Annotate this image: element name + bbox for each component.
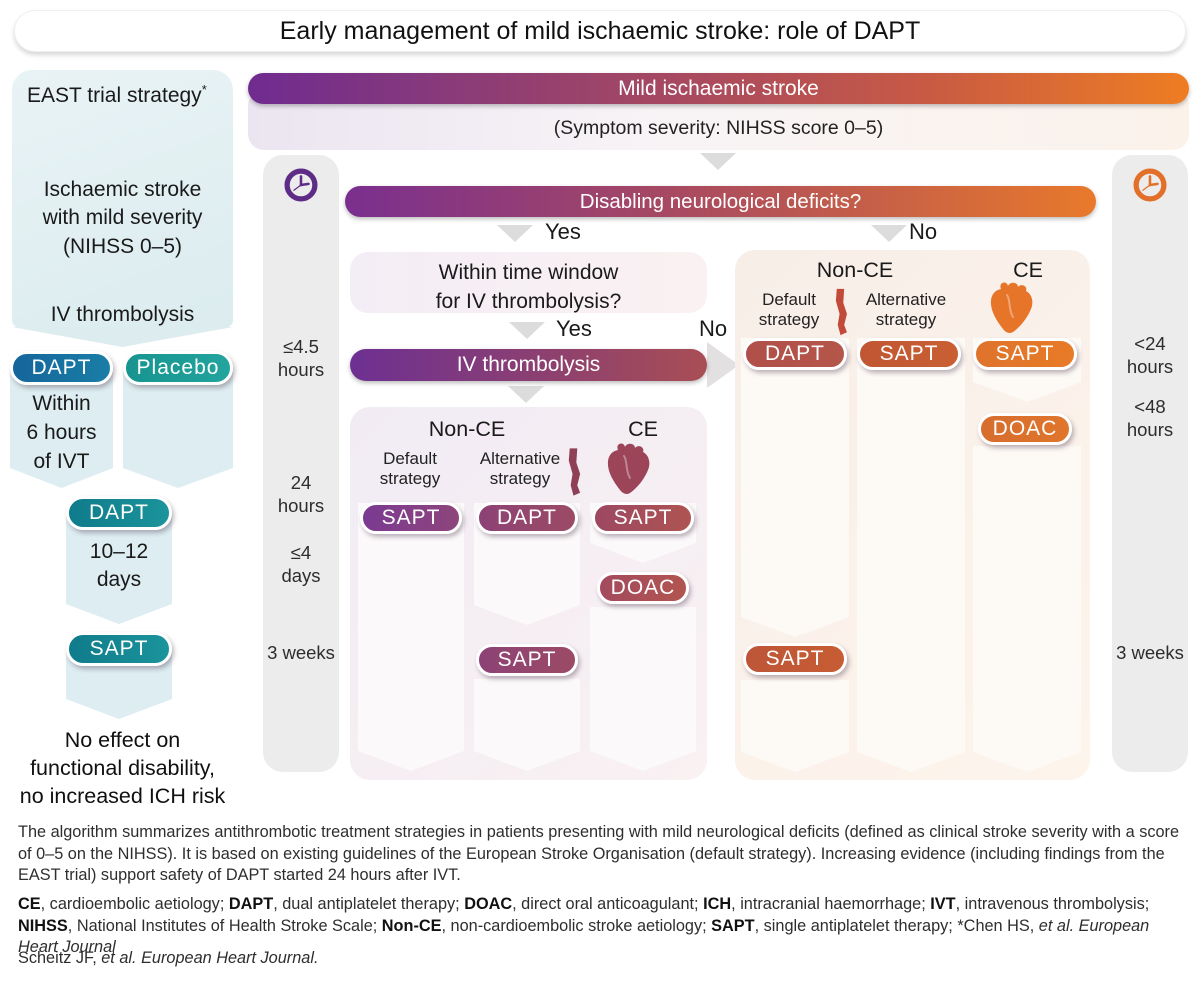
group-yes-lane-ce-2 bbox=[590, 607, 696, 771]
question-time-window-text: Within time window for IV thrombolysis? bbox=[435, 261, 622, 314]
east-pill-sapt-label: SAPT bbox=[89, 637, 149, 660]
east-within-ivt-text: Within 6 hours of IVT bbox=[26, 392, 97, 473]
heart-icon bbox=[602, 439, 654, 497]
clock-icon bbox=[283, 167, 319, 203]
east-pill-sapt: SAPT bbox=[66, 632, 172, 666]
label-no-1: No bbox=[909, 219, 938, 244]
arrow-down-no-1 bbox=[871, 225, 907, 242]
group-no-pill-default-dapt: DAPT bbox=[743, 338, 847, 370]
group-no-pill-alt-sapt: SAPT bbox=[857, 338, 961, 370]
east-ivt-text: IV thrombolysis bbox=[50, 303, 195, 326]
east-panel-heading: EAST trial strategy* bbox=[27, 82, 227, 108]
east-outcome-text: No effect on functional disability, no i… bbox=[19, 728, 226, 808]
group-no-pill-default-sapt: SAPT bbox=[743, 643, 847, 675]
group-yes-box: Non-CE CE Default strategy Alternative s… bbox=[350, 407, 707, 780]
pill-label: SAPT bbox=[879, 342, 939, 365]
title-bar: Early management of mild ischaemic strok… bbox=[14, 10, 1186, 52]
group-no-pill-ce-sapt: SAPT bbox=[973, 338, 1077, 370]
pill-label: DOAC bbox=[992, 417, 1058, 440]
east-heading-asterisk: * bbox=[201, 82, 207, 97]
footer-abbreviations: CE, cardioembolic aetiology; DAPT, dual … bbox=[18, 895, 1150, 957]
clock-icon bbox=[1132, 167, 1168, 203]
arrow-down-ivt bbox=[508, 386, 544, 403]
east-lane-duration bbox=[66, 512, 172, 624]
east-condition-text: Ischaemic stroke with mild severity (NIH… bbox=[42, 178, 203, 258]
time-rail-left bbox=[263, 155, 339, 772]
arrow-down-yes-2 bbox=[509, 322, 545, 339]
east-pill-dapt-label: DAPT bbox=[31, 356, 92, 379]
east-panel-chevron-tip bbox=[12, 327, 233, 347]
pill-label: SAPT bbox=[765, 647, 825, 670]
group-yes-header-nonce: Non-CE bbox=[428, 417, 506, 441]
group-no-label-alternative: Alternative strategy bbox=[865, 290, 947, 330]
arrow-down-yes-1 bbox=[497, 225, 533, 242]
pill-label: SAPT bbox=[497, 648, 557, 671]
group-no-lane-alt bbox=[857, 338, 965, 772]
east-pill-dapt-2: DAPT bbox=[66, 496, 172, 530]
group-no-lane-default-2 bbox=[741, 680, 849, 772]
banner-mild-stroke: Mild ischaemic stroke bbox=[248, 73, 1189, 104]
east-pill-placebo: Placebo bbox=[123, 351, 233, 385]
group-yes-pill-ce-sapt: SAPT bbox=[592, 502, 694, 534]
group-yes-lane-default bbox=[358, 503, 464, 771]
pill-label: DAPT bbox=[764, 342, 825, 365]
leg-icon bbox=[832, 288, 849, 336]
pill-label: SAPT bbox=[381, 506, 441, 529]
banner-disabling-deficits: Disabling neurological deficits? bbox=[345, 186, 1096, 217]
group-no-header-nonce: Non-CE bbox=[816, 258, 894, 282]
question-time-window-box bbox=[350, 252, 707, 313]
group-yes-header-ce: CE bbox=[628, 417, 658, 441]
time-rail-right bbox=[1112, 155, 1188, 772]
heart-icon bbox=[985, 278, 1037, 336]
east-panel-box bbox=[12, 70, 233, 328]
group-yes-label-default: Default strategy bbox=[379, 449, 441, 489]
pill-label: DAPT bbox=[496, 506, 557, 529]
group-yes-pill-default-sapt: SAPT bbox=[360, 502, 462, 534]
east-lane-placebo bbox=[123, 368, 233, 488]
footer-citation: Scheitz JF, et al. European Heart Journa… bbox=[18, 949, 319, 967]
label-yes-1: Yes bbox=[545, 219, 581, 244]
time-right-3-weeks: 3 weeks bbox=[1116, 642, 1184, 663]
leg-icon bbox=[565, 447, 582, 497]
pill-label: SAPT bbox=[613, 506, 673, 529]
group-no-pill-ce-doac: DOAC bbox=[978, 413, 1072, 445]
time-left-3-weeks: 3 weeks bbox=[267, 642, 335, 663]
group-no-label-default: Default strategy bbox=[758, 290, 820, 330]
arrow-down-top bbox=[700, 153, 736, 170]
east-pill-dapt: DAPT bbox=[10, 351, 113, 385]
page-title: Early management of mild ischaemic strok… bbox=[279, 16, 921, 45]
group-yes-pill-alt-sapt: SAPT bbox=[476, 644, 578, 676]
east-pill-placebo-label: Placebo bbox=[136, 356, 220, 379]
severity-sub-text: (Symptom severity: NIHSS score 0–5) bbox=[553, 117, 884, 139]
banner-iv-thrombolysis: IV thrombolysis bbox=[350, 349, 707, 381]
group-no-lane-default-1 bbox=[741, 338, 849, 637]
group-yes-pill-ce-doac: DOAC bbox=[597, 572, 689, 604]
group-yes-lane-alt-2 bbox=[474, 679, 580, 771]
banner-mild-stroke-label: Mild ischaemic stroke bbox=[618, 76, 819, 100]
group-yes-label-alternative: Alternative strategy bbox=[479, 449, 561, 489]
group-no-header-ce: CE bbox=[1013, 258, 1043, 282]
east-heading-text: EAST trial strategy bbox=[27, 84, 202, 107]
group-yes-pill-alt-dapt: DAPT bbox=[476, 502, 578, 534]
time-left-4-5-hours: ≤4.5 hours bbox=[277, 336, 325, 380]
time-left-24-hours: 24 hours bbox=[277, 472, 325, 516]
banner-iv-thrombolysis-label: IV thrombolysis bbox=[456, 353, 601, 376]
banner-disabling-label: Disabling neurological deficits? bbox=[579, 189, 862, 213]
time-right-24-hours: <24 hours bbox=[1126, 333, 1174, 377]
pill-label: DOAC bbox=[610, 576, 676, 599]
time-left-4-days: ≤4 days bbox=[281, 542, 321, 586]
footer-paragraph-1: The algorithm summarizes antithrombotic … bbox=[18, 823, 1180, 885]
group-no-lane-ce-2 bbox=[973, 446, 1081, 772]
east-duration-text: 10–12 days bbox=[89, 540, 149, 592]
label-no-2: No bbox=[699, 316, 728, 341]
east-pill-dapt-2-label: DAPT bbox=[88, 501, 149, 524]
east-lane-dapt bbox=[10, 368, 113, 488]
group-no-box: Non-CE CE Default strategy Alternative s… bbox=[735, 250, 1090, 780]
label-yes-2: Yes bbox=[556, 316, 592, 341]
pill-label: SAPT bbox=[995, 342, 1055, 365]
time-right-48-hours: <48 hours bbox=[1126, 396, 1174, 440]
